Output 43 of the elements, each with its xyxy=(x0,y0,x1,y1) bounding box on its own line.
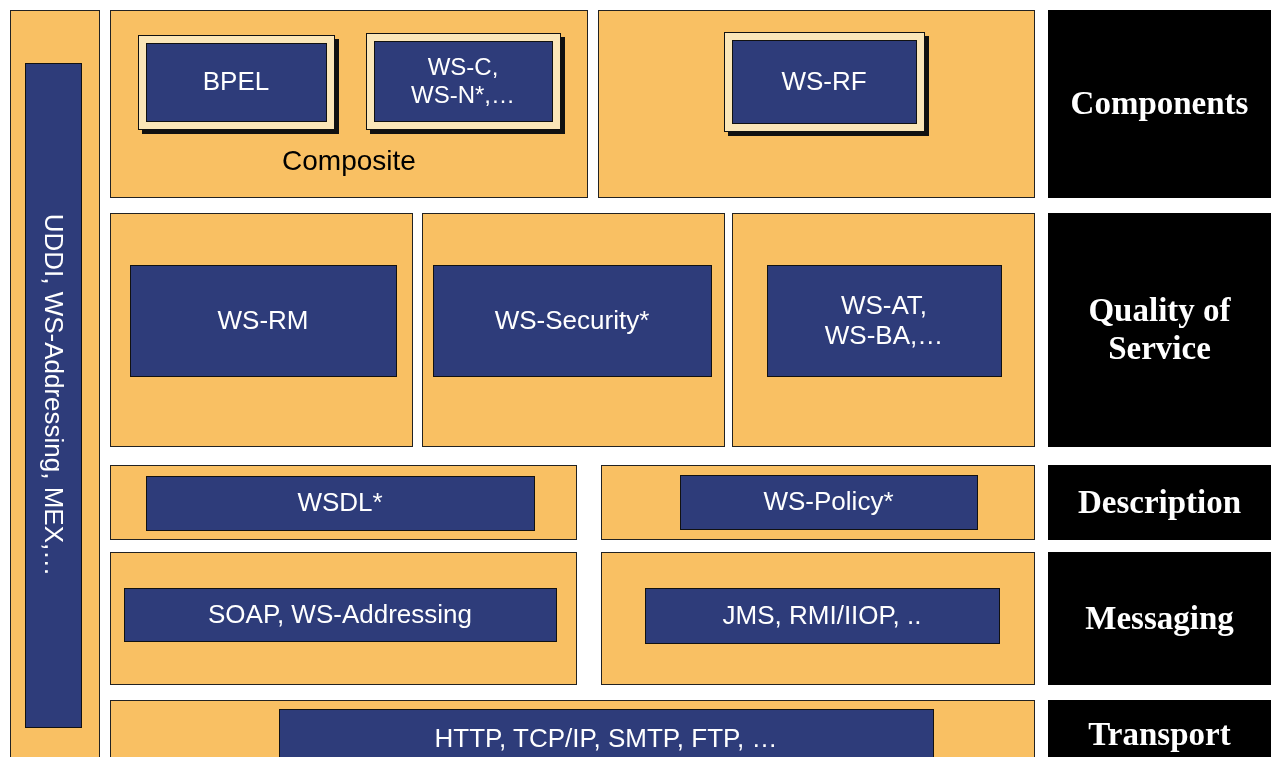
layer-panel xyxy=(10,10,100,757)
spec-name: UDDI, WS-Addressing, MEX,… xyxy=(38,213,68,577)
layer-panel xyxy=(598,10,1035,198)
layer-name: Transport xyxy=(1088,716,1231,754)
layer-name: Quality of Service xyxy=(1087,292,1232,368)
spec-name: WS-RM xyxy=(217,305,309,336)
layer-name: Description xyxy=(1077,483,1242,522)
layer-label xyxy=(1048,213,1271,447)
spec-box xyxy=(679,474,978,530)
spec-name: BPEL xyxy=(202,67,270,97)
spec-box xyxy=(766,264,1002,377)
spec-box xyxy=(123,587,557,642)
spec-box xyxy=(129,264,397,377)
spec-name: HTTP, TCP/IP, SMTP, FTP, … xyxy=(434,723,778,754)
spec-name: JMS, RMI/IIOP, .. xyxy=(722,600,922,631)
spec-box xyxy=(278,708,934,757)
layer-label xyxy=(1048,10,1271,198)
layer-panel xyxy=(110,10,588,198)
spec-name: WS-C, WS-N*,… xyxy=(410,53,516,109)
layer-label xyxy=(1048,465,1271,540)
layer-name: Components xyxy=(1070,85,1249,123)
layer-panel xyxy=(601,552,1035,685)
layer-panel xyxy=(110,700,1035,757)
layer-label xyxy=(1048,700,1271,757)
spec-name: WS-RF xyxy=(781,66,867,97)
layer-name: Messaging xyxy=(1085,599,1234,638)
spec-name: WS-AT, WS-BA,… xyxy=(823,290,945,351)
layer-panel xyxy=(110,465,577,540)
layer-panel xyxy=(422,213,725,447)
spec-box xyxy=(145,475,535,531)
panel-heading: Composite xyxy=(281,145,417,177)
spec-box xyxy=(644,587,1000,644)
layer-panel xyxy=(732,213,1035,447)
spec-name: WS-Security* xyxy=(494,305,650,336)
layer-panel xyxy=(110,213,413,447)
layer-label xyxy=(1048,552,1271,685)
spec-name: WS-Policy* xyxy=(763,487,894,517)
layer-panel xyxy=(110,552,577,685)
spec-name: WSDL* xyxy=(297,488,383,518)
layer-panel xyxy=(601,465,1035,540)
spec-name: SOAP, WS-Addressing xyxy=(208,599,472,630)
spec-box xyxy=(432,264,712,377)
spec-bar xyxy=(24,62,82,728)
